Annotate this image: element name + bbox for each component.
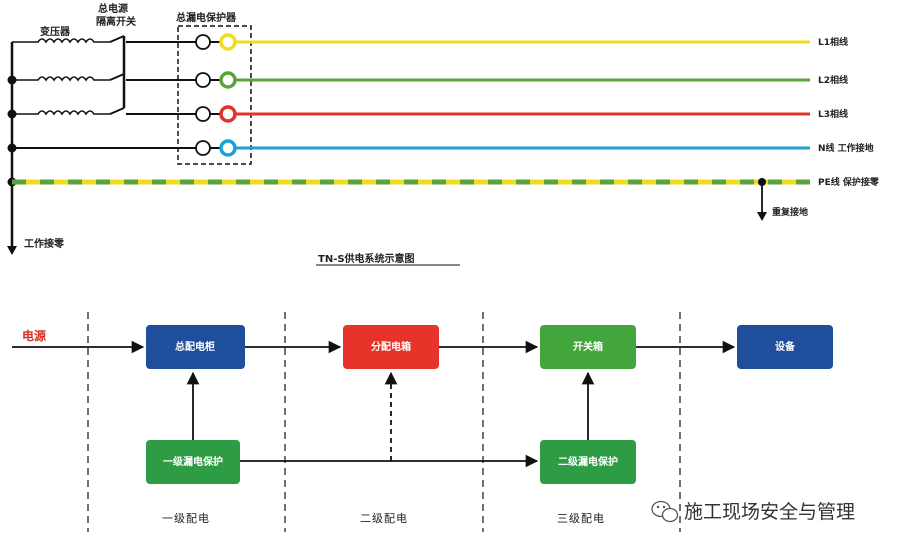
rcd1-label: 一级漏电保护 [163,455,223,468]
equipment-rect [737,325,833,369]
rcd2-label: 二级漏电保护 [558,455,618,468]
rcd-ring-4 [219,139,237,157]
bus-node [7,109,17,119]
rcd-contact [195,34,211,50]
source-label: 电源 [22,328,46,343]
rcd-label: 总漏电保护器 [176,11,237,24]
bus-node [7,75,17,85]
switch-box-label: 开关箱 [573,340,603,353]
pe-label: PE线 保护接零 [818,176,880,188]
rcd-contact [195,140,211,156]
stage-label-1: 一级配电 [162,512,210,525]
rcd-dashed-box [177,25,252,165]
diagram-title: TN-S供电系统示意图 [318,252,415,265]
rcd-contact [195,106,211,122]
equipment-box: 设备 [737,325,833,369]
transformer [12,38,110,116]
reground-label: 重复接地 [772,206,808,218]
neutral-label: 工作接零 [24,237,65,250]
switch-box-rect [540,325,636,369]
line-label-1: L1相线 [818,36,848,48]
main-panel-label: 总配电柜 [175,340,215,353]
line-label-3: L3相线 [818,108,848,120]
stage-label-2: 二级配电 [360,512,408,525]
isolating-switch [109,35,196,115]
dist-box-rect [343,325,439,369]
dist-box-label: 分配电箱 [371,340,411,353]
line-label-4: N线 工作接地 [818,142,874,154]
phase-lines [219,33,810,157]
neutral-arrow-icon [7,246,17,255]
rcd2-rect [540,440,636,484]
rcd-contact [195,72,211,88]
switch-box: 开关箱 [540,325,636,369]
ground-arrow-icon [757,212,767,221]
rcd1-box: 一级漏电保护 [146,440,240,484]
line-labels: L1相线 L2相线 L3相线 N线 工作接地 [818,36,874,154]
line-label-2: L2相线 [818,74,848,86]
main-panel-rect [146,325,245,369]
rcd-ring-3 [219,105,237,123]
watermark-text: 施工现场安全与管理 [684,501,855,523]
wechat-icon [651,500,679,523]
equipment-label: 设备 [775,340,796,353]
rcd1-rect [146,440,240,484]
rcd-ring-1 [219,33,237,51]
dist-box: 分配电箱 [343,325,439,369]
switch-label-line2: 隔离开关 [96,15,136,28]
stage-label-3: 三级配电 [557,512,605,525]
rcd2-box: 二级漏电保护 [540,440,636,484]
switch-label-line1: 总电源 [98,2,128,15]
rcd-ring-2 [219,71,237,89]
transformer-label: 变压器 [40,25,71,38]
main-panel-box: 总配电柜 [146,325,245,369]
stage-separators [87,312,681,532]
